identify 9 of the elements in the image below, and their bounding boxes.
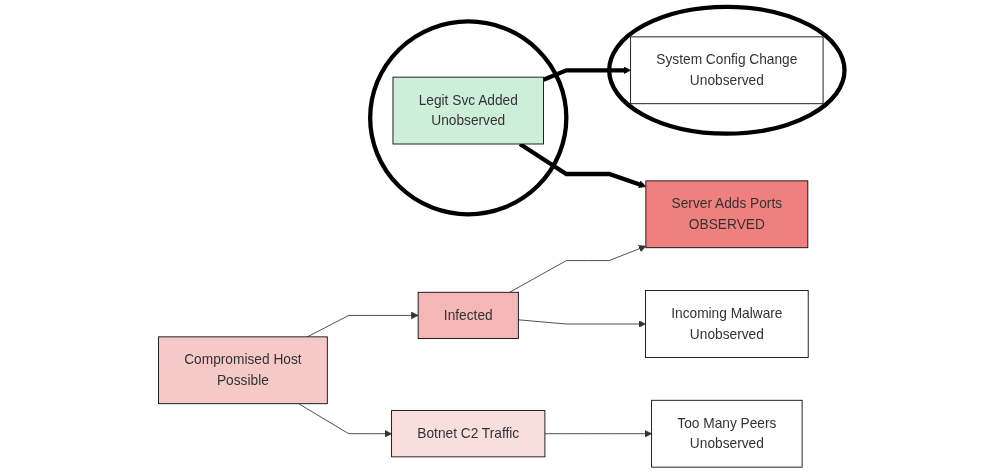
node-box: System Config Change Unobserved (630, 36, 824, 105)
node-box: Too Many Peers Unobserved (651, 399, 803, 468)
node-box: Botnet C2 Traffic (391, 410, 546, 458)
node-box: Server Adds Ports OBSERVED (645, 180, 809, 249)
node-box: Legit Svc Added Unobserved (392, 76, 544, 145)
node-box: Infected (417, 291, 519, 339)
node-box: Compromised Host Possible (158, 336, 328, 405)
arrow (542, 66, 631, 82)
node-box: Incoming Malware Unobserved (645, 290, 809, 358)
